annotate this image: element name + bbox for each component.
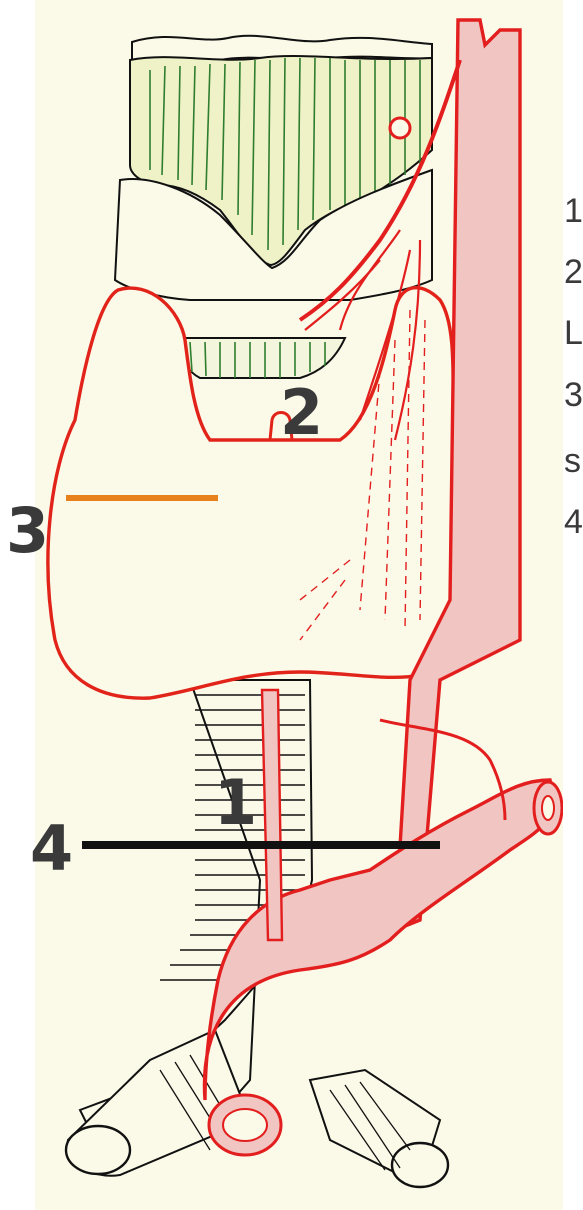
- label-3: 3: [6, 500, 49, 562]
- cut-text-line-3: L: [564, 316, 583, 350]
- vessel-cross-section-upper: [390, 118, 410, 138]
- label-1: 1: [214, 772, 257, 834]
- cut-text-line-1: 1: [564, 194, 583, 228]
- cut-text-line-5: s: [564, 444, 581, 478]
- label-4: 4: [30, 818, 73, 880]
- descending-aorta-lumen-inner: [223, 1109, 267, 1141]
- right-bronchus-lumen: [66, 1126, 130, 1174]
- label-2: 2: [280, 382, 323, 444]
- page-left-margin: [0, 0, 35, 1210]
- cut-text-line-2: 2: [564, 255, 583, 289]
- right-text-panel: [563, 0, 583, 1210]
- cut-text-line-4: 3: [564, 378, 583, 412]
- cut-text-line-6: 4: [564, 505, 583, 539]
- left-bronchus-lumen: [392, 1143, 448, 1187]
- aortic-arch-cut-end-inner: [542, 796, 554, 820]
